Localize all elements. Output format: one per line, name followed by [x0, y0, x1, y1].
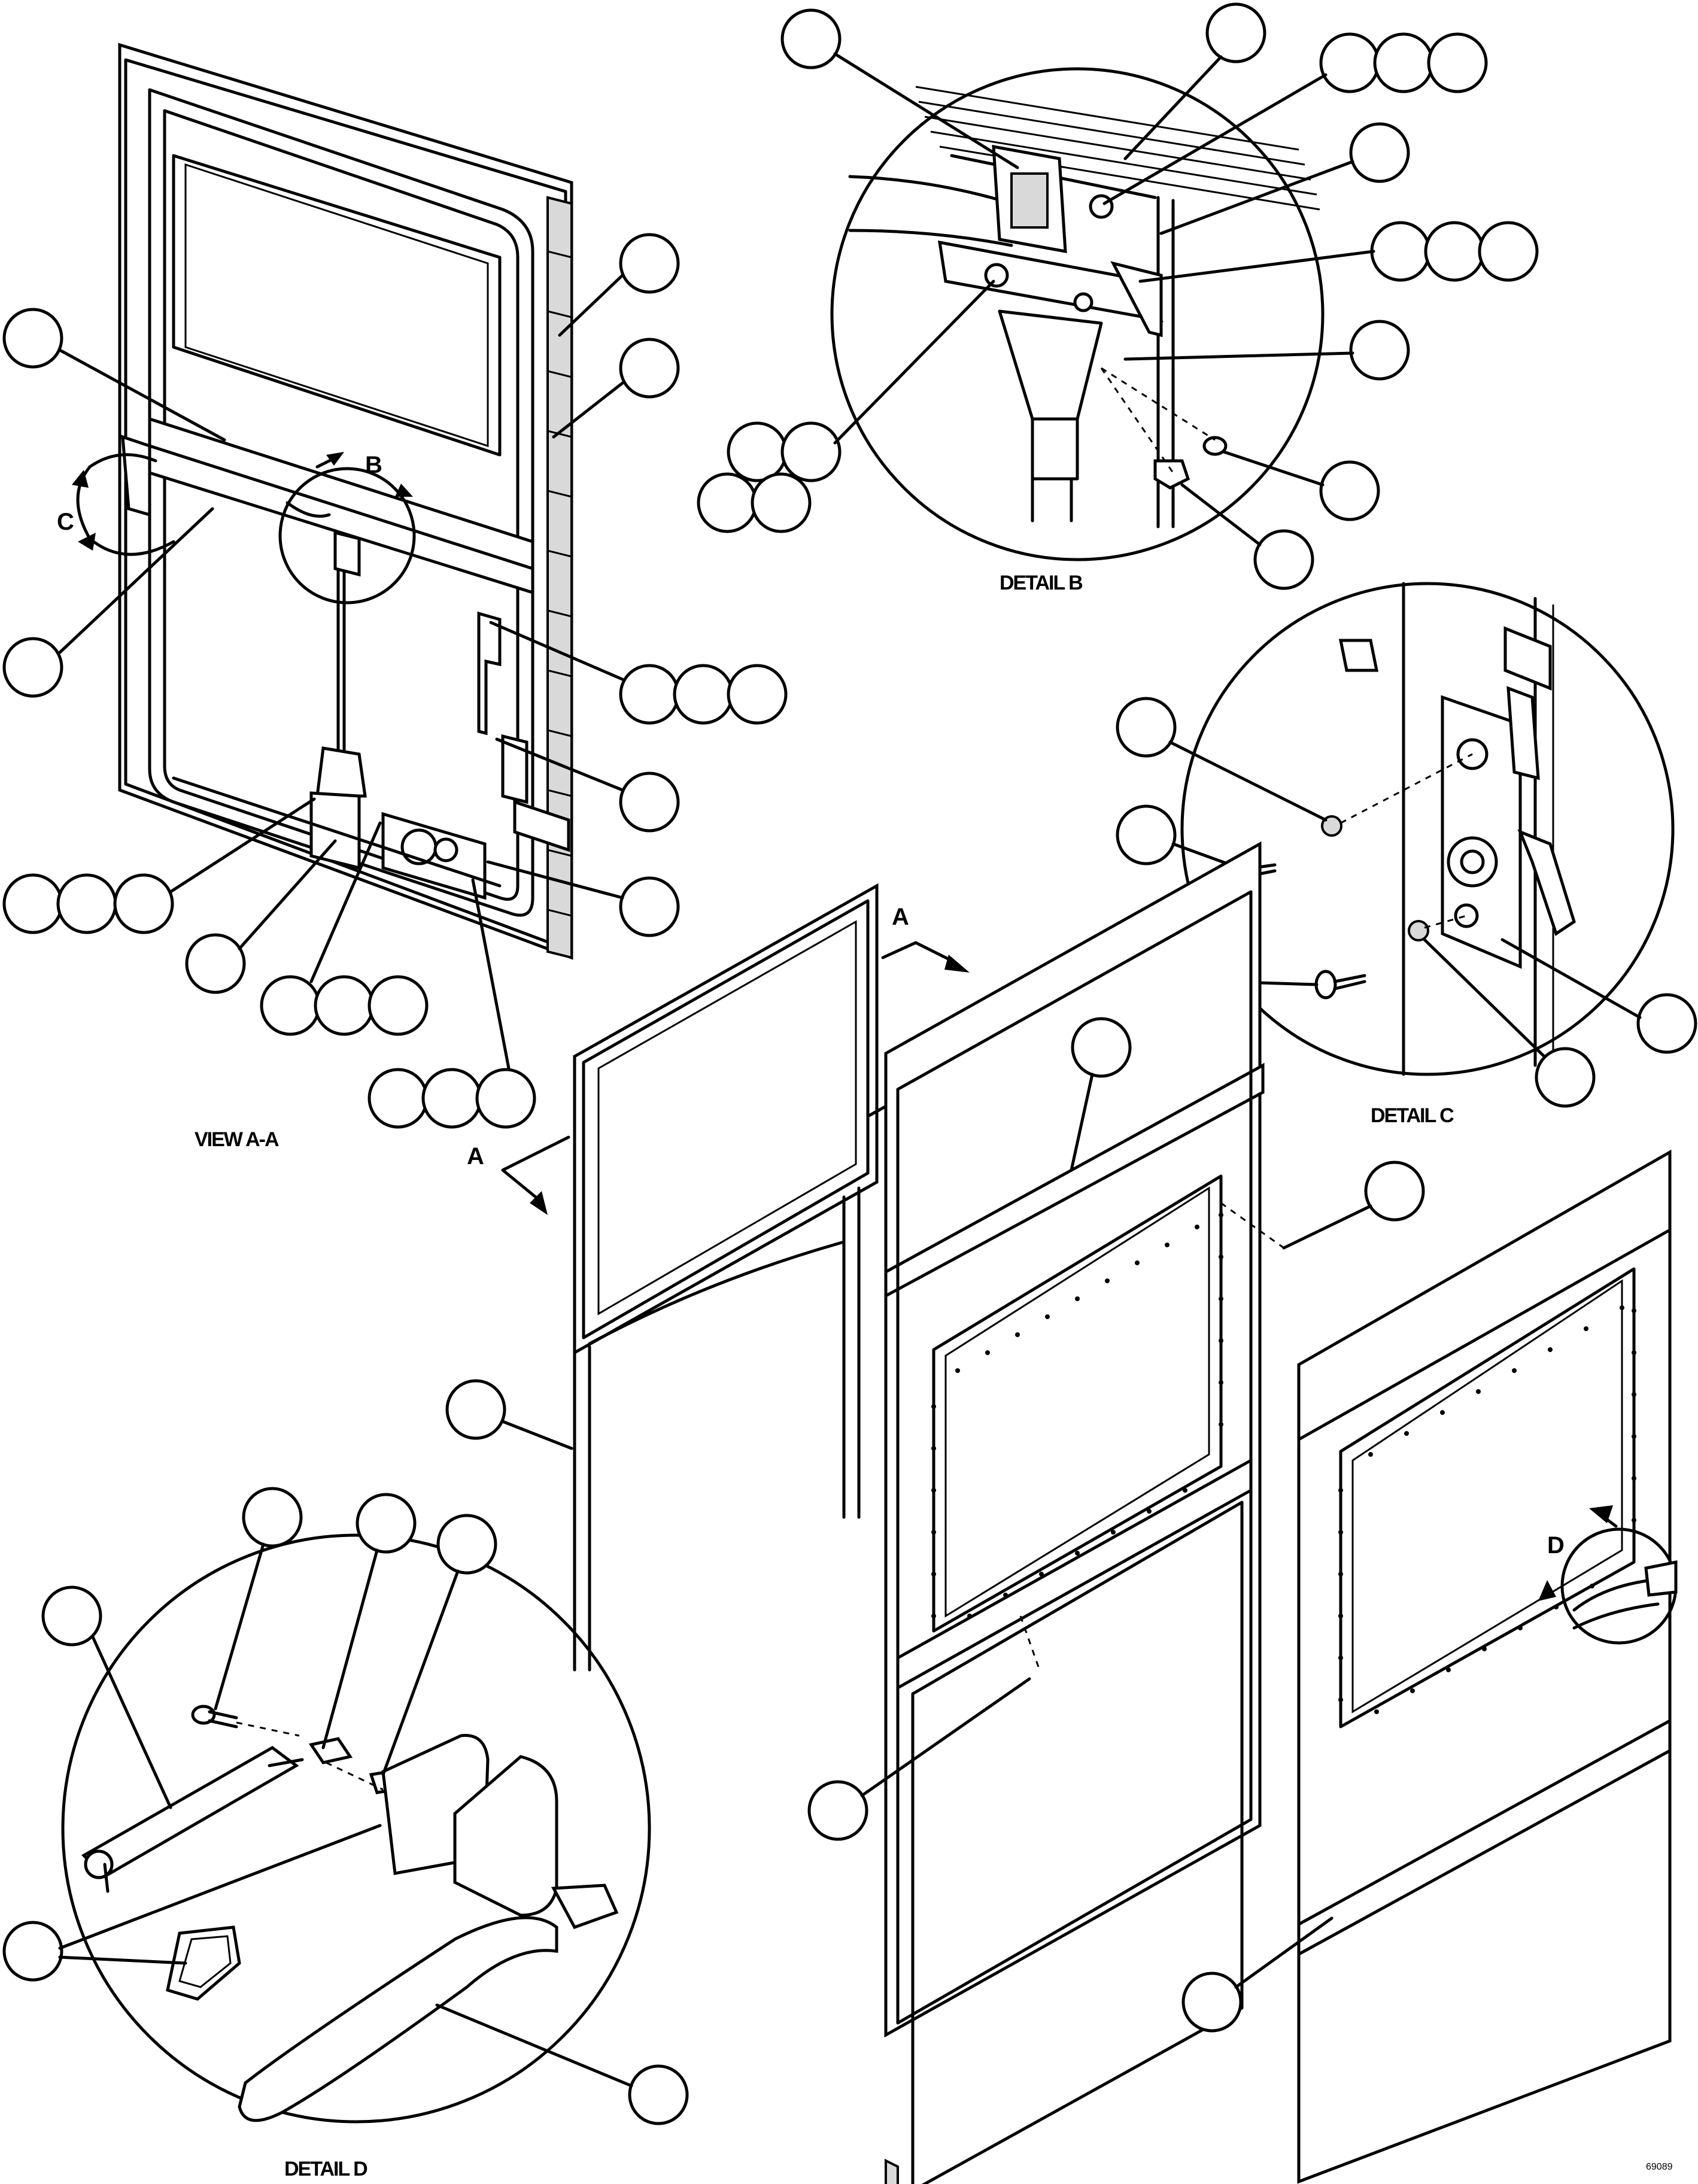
outer-skin-panel: [1297, 1149, 1678, 2184]
arrow-c-label: C: [57, 509, 74, 535]
arrow-d-label: D: [1547, 1532, 1565, 1559]
view-aa-door-assembly: [118, 42, 573, 960]
detail-b-label: DETAIL B: [1000, 572, 1083, 594]
figure-id: 69089: [1646, 2162, 1673, 2172]
door-panel-assembly: [884, 841, 1284, 2184]
detail-b-callouts: [697, 2, 1539, 590]
outer-panel-callouts: [1181, 1161, 1425, 2033]
door-panel-callouts: [807, 1017, 1132, 1841]
view-aa-label: VIEW A-A: [195, 1128, 279, 1151]
window-sash-assembly: [573, 883, 879, 1672]
detail-c-label: DETAIL C: [1371, 1104, 1454, 1127]
section-a-arrows: [501, 941, 970, 1215]
view-aa-callouts: [2, 233, 788, 1129]
arrow-b-label: B: [365, 452, 382, 478]
detail-d-callouts: [2, 1487, 689, 2125]
detail-b: [830, 67, 1325, 561]
detail-d: [61, 1533, 651, 2124]
detail-d-label: DETAIL D: [284, 2158, 367, 2180]
detail-b-indicator-circle: [278, 467, 416, 605]
section-a-top-label: A: [892, 904, 909, 930]
section-a-left-label: A: [467, 1143, 484, 1170]
